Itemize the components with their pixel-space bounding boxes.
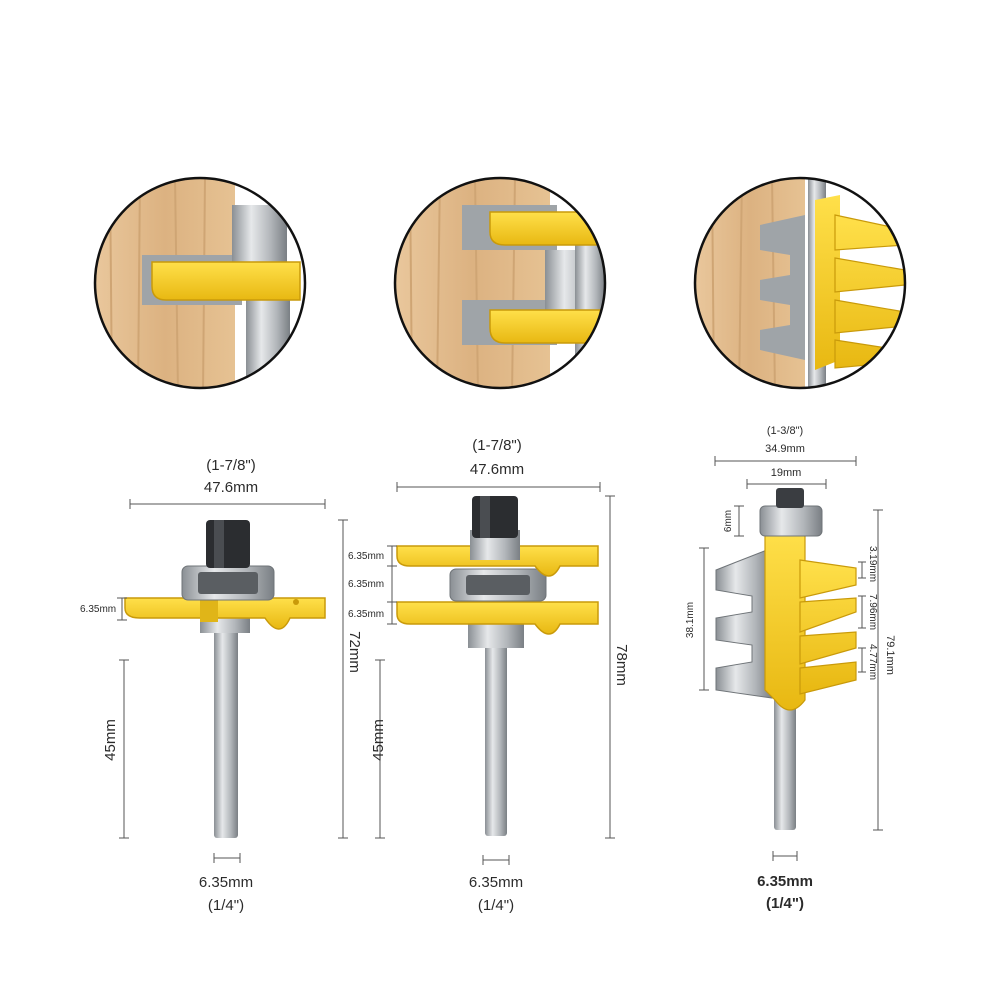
bit2-width-mm: 47.6mm: [470, 461, 524, 478]
bit1-shank-dia-mm: 6.35mm: [199, 874, 253, 891]
bit3-bearing-height: 6mm: [723, 510, 734, 532]
bit1-width-mm: 47.6mm: [204, 479, 258, 496]
bit1-cutter-thickness: 6.35mm: [80, 604, 116, 615]
bit3-bearing-dia: 19mm: [771, 467, 802, 479]
detail-circle-1: [93, 176, 307, 390]
bit2-width-frac: (1-7/8"): [472, 437, 522, 454]
bit3-cutting-height: 38.1mm: [685, 602, 696, 638]
bit1-width-frac: (1-7/8"): [206, 457, 256, 474]
detail-circle-2: [393, 176, 607, 390]
bit3-tooth-2: 7.96mm: [867, 594, 878, 630]
bit3-shank-dia-frac: (1/4"): [766, 895, 804, 912]
bit3-tooth-1: 3.19mm: [867, 546, 878, 582]
router-bit-3: [715, 488, 857, 830]
bit3-width-mm: 34.9mm: [765, 443, 805, 455]
bit2-shank-dia-mm: 6.35mm: [469, 874, 523, 891]
detail-circle-3: [693, 176, 907, 390]
bit2-shank-dia-frac: (1/4"): [478, 897, 514, 914]
bit2-cutter-top: 6.35mm: [348, 551, 384, 562]
bit3-total-length: 79.1mm: [884, 635, 896, 675]
bit3-tooth-3: 4.77mm: [867, 644, 878, 680]
router-bit-2: [396, 496, 599, 836]
bit1-total-length: 72mm: [346, 631, 363, 673]
bit3-width-frac: (1-3/8"): [767, 425, 803, 437]
bit2-gap: 6.35mm: [348, 579, 384, 590]
dimension-lines: [117, 456, 883, 865]
bit1-shank-length: 45mm: [102, 719, 119, 761]
bit2-cutter-bottom: 6.35mm: [348, 609, 384, 620]
bit2-total-length: 78mm: [613, 644, 630, 686]
bit1-shank-dia-frac: (1/4"): [208, 897, 244, 914]
bit2-shank-length: 45mm: [370, 719, 387, 761]
router-bit-1: [124, 520, 326, 838]
bit3-shank-dia-mm: 6.35mm: [757, 873, 813, 890]
